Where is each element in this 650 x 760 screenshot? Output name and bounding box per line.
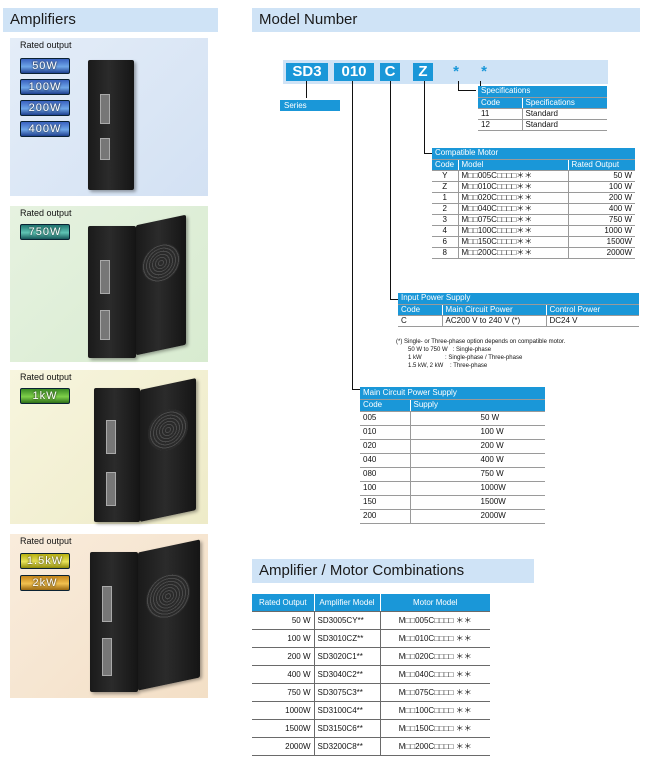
amplifier-panel-750w: Rated output 750W bbox=[10, 206, 208, 362]
connector-line bbox=[390, 81, 391, 300]
model-number-header: Model Number bbox=[252, 8, 640, 32]
connector-line bbox=[458, 90, 476, 91]
badge-2kw: 2kW bbox=[20, 575, 70, 591]
model-box-power: 010 bbox=[334, 63, 374, 81]
fan-icon bbox=[148, 405, 188, 455]
rated-output-label: Rated output bbox=[20, 40, 72, 50]
rated-output-label: Rated output bbox=[20, 372, 72, 382]
heatsink-image bbox=[10, 32, 62, 163]
input-power-title: Input Power Supply bbox=[398, 293, 639, 305]
fan-icon bbox=[142, 239, 180, 287]
amplifier-image-1kw bbox=[94, 388, 140, 522]
amplifier-side-2kw bbox=[138, 539, 200, 691]
amplifier-image-2kw bbox=[90, 552, 138, 692]
spec-col-spec: Specifications bbox=[522, 97, 607, 109]
badge-200w: 200W bbox=[20, 100, 70, 116]
amplifier-image-small bbox=[88, 60, 134, 190]
amplifier-image-750w bbox=[88, 226, 136, 358]
badge-100w: 100W bbox=[20, 79, 70, 95]
model-box-motor: Z bbox=[413, 63, 433, 81]
compatible-motor-title: Compatible Motor bbox=[432, 148, 635, 160]
amplifier-panel-1kw: Rated output 1kW bbox=[10, 370, 208, 524]
connector-line bbox=[306, 81, 307, 98]
amplifier-panel-2kw: Rated output 1.5kW 2kW bbox=[10, 534, 208, 698]
badge-400w: 400W bbox=[20, 121, 70, 137]
amplifier-side-1kw bbox=[140, 378, 196, 522]
connector-line bbox=[390, 299, 400, 300]
combinations-header: Amplifier / Motor Combinations bbox=[252, 559, 534, 583]
badge-50w: 50W bbox=[20, 58, 70, 74]
fan-icon bbox=[146, 569, 190, 623]
model-box-spec-2: * bbox=[481, 63, 487, 80]
amplifiers-header: Amplifiers bbox=[3, 8, 218, 32]
connector-line bbox=[458, 81, 459, 91]
spec-col-code: Code bbox=[478, 97, 523, 109]
badge-750w: 750W bbox=[20, 224, 70, 240]
connector-line bbox=[424, 153, 434, 154]
connector-line bbox=[352, 81, 353, 390]
specifications-title: Specifications bbox=[478, 86, 607, 98]
connector-line bbox=[424, 81, 425, 154]
rated-output-label: Rated output bbox=[20, 536, 72, 546]
badge-1-5kw: 1.5kW bbox=[20, 553, 70, 569]
rated-output-label: Rated output bbox=[20, 208, 72, 218]
main-power-title: Main Circuit Power Supply bbox=[360, 387, 545, 400]
model-box-input: C bbox=[380, 63, 400, 81]
model-box-series: SD3 bbox=[286, 63, 328, 81]
series-label: Series bbox=[280, 100, 340, 111]
amplifier-side-750w bbox=[136, 214, 186, 356]
badge-1kw: 1kW bbox=[20, 388, 70, 404]
amplifier-panel-400w: Rated output 50W 100W 200W 400W bbox=[10, 38, 208, 196]
connector-line bbox=[352, 389, 362, 390]
phase-note: (*) Single- or Three-phase option depend… bbox=[396, 339, 566, 369]
model-box-spec-1: * bbox=[453, 63, 459, 80]
